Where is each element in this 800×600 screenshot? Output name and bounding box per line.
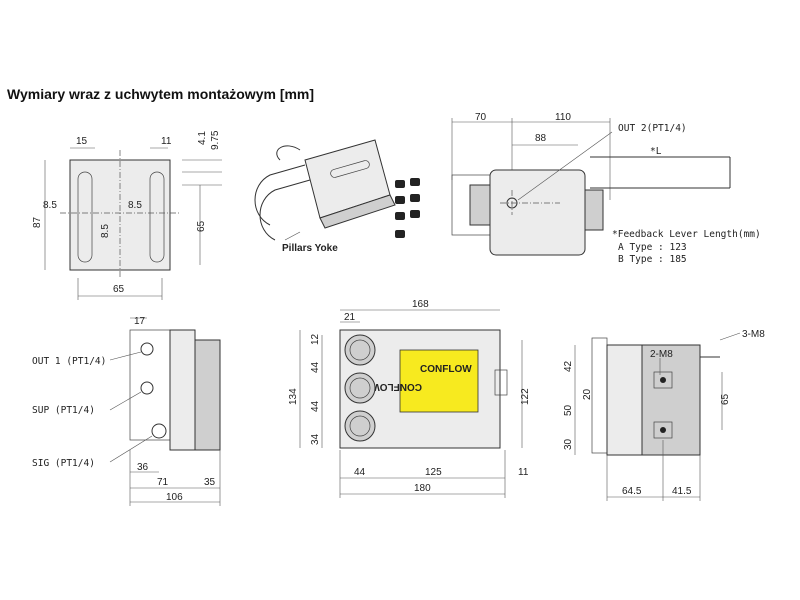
dim-106: 106 (166, 492, 183, 503)
page-title: Wymiary wraz z uchwytem montażowym [mm] (7, 86, 315, 102)
type-a-label: A Type : 123 (618, 242, 687, 253)
dim-17: 17 (134, 316, 146, 327)
dim-36: 36 (137, 462, 149, 473)
dim-44-lower: 44 (310, 400, 321, 412)
dim-71: 71 (157, 477, 169, 488)
dim-110: 110 (555, 112, 571, 123)
dim-15: 15 (76, 136, 88, 147)
dim-12: 12 (310, 333, 321, 345)
dim-35: 35 (204, 477, 216, 488)
type-b-label: B Type : 185 (618, 254, 687, 265)
dim-44-upper: 44 (310, 361, 321, 373)
sup-label: SUP (PT1/4) (32, 405, 95, 416)
dim-70: 70 (475, 112, 487, 123)
dim-11: 11 (161, 136, 172, 147)
dim-42: 42 (563, 360, 574, 372)
dim-20: 20 (582, 388, 593, 400)
side-view-drawing: 17 OUT 1 (PT1/4) SUP (PT1/4) SIG (PT1/4)… (32, 316, 221, 506)
brand-bottom: CONFLOW (370, 381, 422, 392)
rear-view-drawing: 3-M8 2-M8 42 20 50 30 65 64.5 41.5 (563, 329, 765, 501)
brand-top: CONFLOW (420, 364, 472, 375)
dim-44-bottom: 44 (354, 467, 366, 478)
out2-label: OUT 2(PT1/4) (618, 123, 687, 134)
sig-label: SIG (PT1/4) (32, 458, 95, 469)
dim-180: 180 (414, 483, 431, 494)
dim-11-bottom: 11 (518, 467, 529, 478)
dim-4-1: 4.1 (197, 131, 208, 145)
dim-88: 88 (535, 133, 547, 144)
bracket-drawing: 15 11 4.1 9.75 65 87 8.5 8.5 8.5 65 (32, 130, 222, 300)
feedback-lever-label: *Feedback Lever Length(mm) (612, 229, 761, 240)
pillars-yoke-drawing: Pillars Yoke (254, 139, 420, 254)
dim-65-horizontal: 65 (113, 284, 125, 295)
top-view-drawing: 70 110 88 *L OUT 2(PT1/4) *Feedback Leve… (451, 112, 761, 265)
dim-168: 168 (412, 299, 429, 310)
front-view-drawing: CONFLOW CONFLOW 168 21 12 44 44 34 134 1… (288, 299, 531, 498)
dim-65: 65 (720, 393, 731, 405)
dim-8-5-right: 8.5 (128, 200, 142, 211)
dim-64-5: 64.5 (622, 486, 642, 497)
out1-label: OUT 1 (PT1/4) (32, 356, 106, 367)
dim-125: 125 (425, 467, 442, 478)
pillars-yoke-label: Pillars Yoke (282, 243, 338, 254)
conflow-nameplate (399, 349, 479, 413)
dim-134: 134 (288, 388, 299, 405)
m8-2-label: 2-M8 (650, 349, 673, 360)
dim-87: 87 (32, 216, 43, 228)
dim-41-5: 41.5 (672, 486, 692, 497)
dim-34: 34 (310, 433, 321, 445)
dim-9-75: 9.75 (210, 130, 221, 150)
dim-50: 50 (563, 404, 574, 416)
lever-length-marker: *L (650, 146, 662, 157)
dim-8-5-left: 8.5 (43, 200, 57, 211)
dim-65-vertical: 65 (196, 220, 207, 232)
dim-8-5-mid: 8.5 (100, 224, 111, 238)
m8-3-label: 3-M8 (742, 329, 765, 340)
dim-30: 30 (563, 438, 574, 450)
dim-21: 21 (344, 312, 356, 323)
dim-122: 122 (520, 388, 531, 405)
